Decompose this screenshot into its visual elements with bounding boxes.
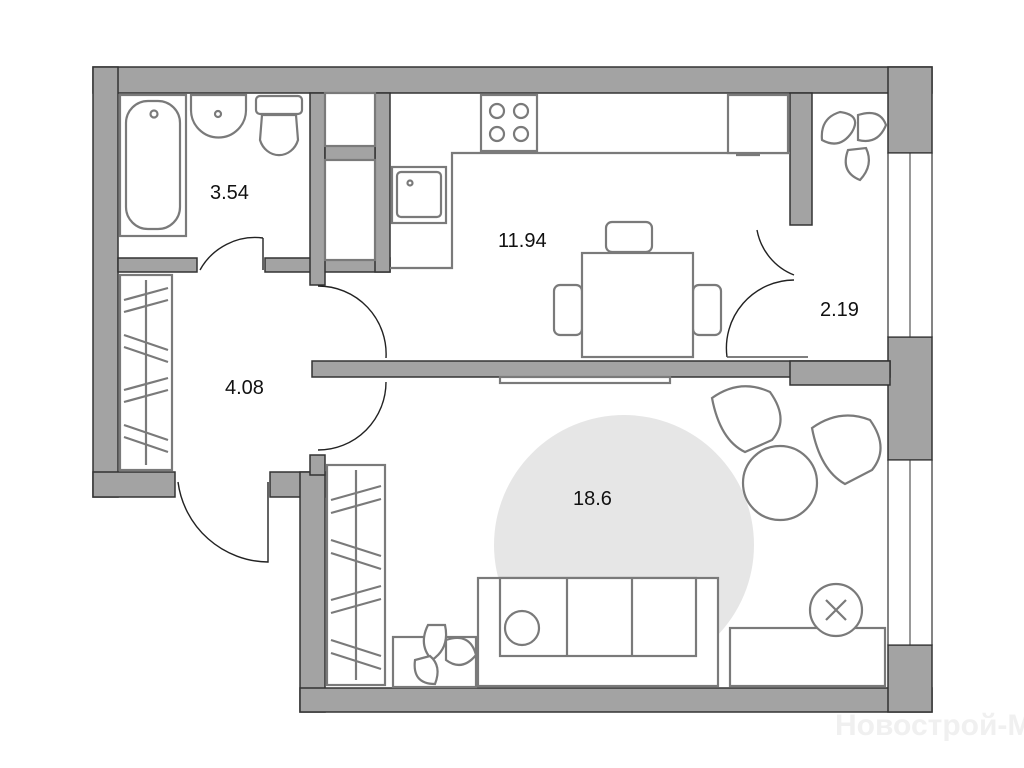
plant	[391, 623, 478, 689]
watermark: Новострой-М	[835, 709, 1024, 742]
hallway-wardrobe	[118, 273, 174, 472]
tv	[498, 375, 672, 385]
shaft	[323, 91, 377, 148]
kitchen-counter	[390, 151, 790, 270]
desk	[728, 582, 887, 688]
bathtub	[118, 93, 188, 238]
living-wardrobe	[325, 463, 387, 687]
dining-table	[552, 220, 723, 359]
area-label-loggia: 2.19	[820, 299, 859, 321]
area-label-living-room: 18.6	[573, 488, 612, 510]
walls	[92, 66, 933, 713]
shaft	[323, 158, 377, 262]
washbasin	[189, 93, 248, 139]
area-label-kitchen: 11.94	[498, 230, 547, 252]
area-label-hallway: 4.08	[225, 377, 264, 399]
armchairs	[710, 385, 882, 522]
fridge	[726, 93, 790, 157]
stove	[479, 93, 539, 153]
plant	[820, 110, 888, 182]
sofa	[476, 576, 720, 688]
windows	[887, 152, 933, 646]
area-label-bathroom: 3.54	[210, 182, 249, 204]
toilet	[254, 94, 304, 157]
doors	[177, 229, 808, 563]
